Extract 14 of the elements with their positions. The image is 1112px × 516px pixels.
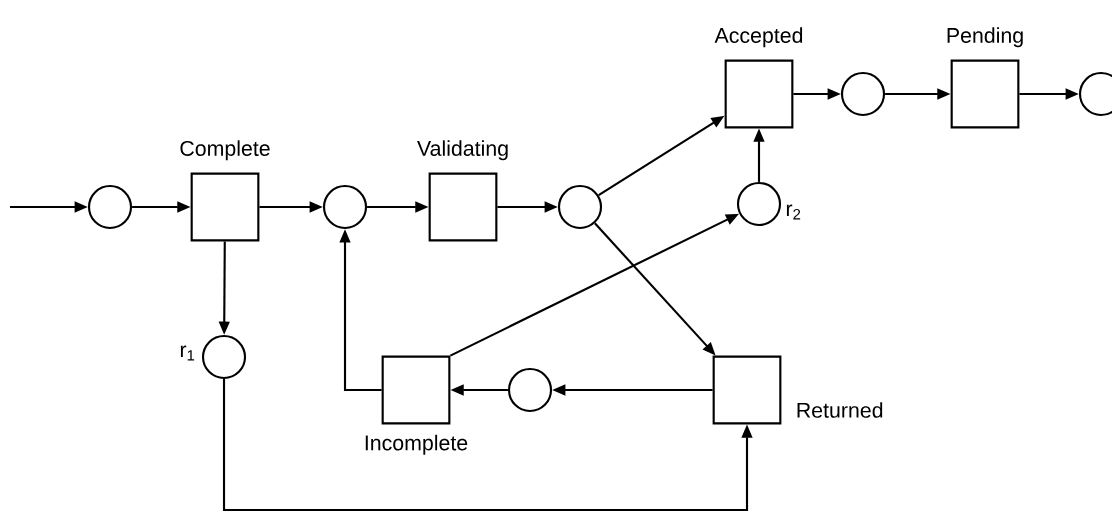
place-label: r$_{1}$ (180, 345, 195, 361)
transition-label: Complete (180, 140, 270, 161)
transition-label: Accepted (714, 27, 803, 48)
arrow (222, 379, 753, 512)
place-circle (87, 184, 133, 230)
place-label: r$_{2}$ (786, 204, 801, 220)
place-circle (840, 71, 886, 117)
place-circle (507, 367, 553, 413)
transition-label: Pending (947, 27, 1023, 48)
transition-label: Validating (417, 140, 508, 161)
place-circle (557, 184, 603, 230)
place-circle (322, 184, 368, 230)
transition-label: Incomplete (365, 434, 468, 455)
transition-label: Returned (797, 402, 883, 418)
